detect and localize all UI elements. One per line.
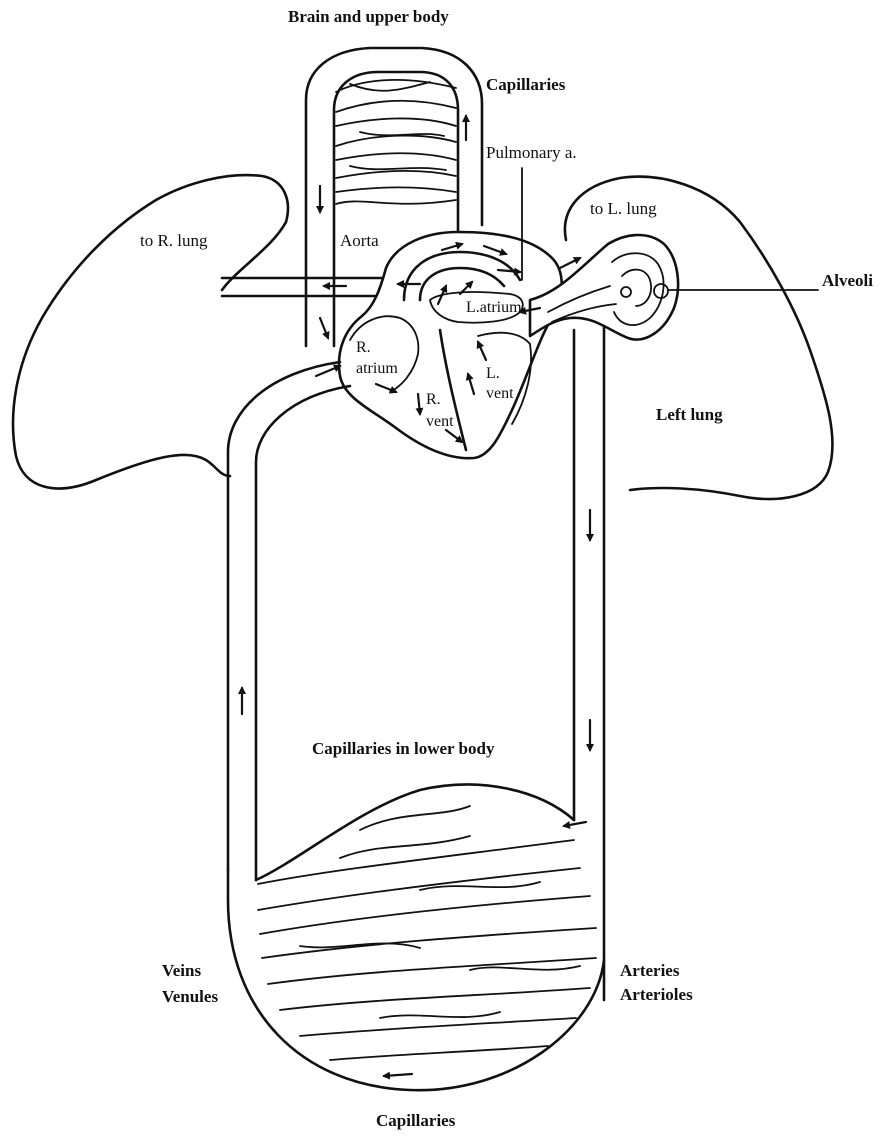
label-pulmonary-a: Pulmonary a. (486, 143, 577, 162)
label-capillaries-top: Capillaries (486, 75, 566, 94)
label-veins: Veins (162, 961, 201, 980)
label-venules: Venules (162, 987, 218, 1006)
label-brain-upper-body: Brain and upper body (288, 7, 449, 26)
label-arterioles: Arterioles (620, 985, 693, 1004)
lower-capillary-network (258, 806, 596, 1060)
label-aorta: Aorta (340, 231, 379, 250)
label-l-vent-line1: L. (486, 365, 500, 382)
right-lung-outline (13, 175, 288, 488)
label-to-l-lung: to L. lung (590, 199, 657, 218)
label-capillaries-bottom: Capillaries (376, 1111, 456, 1130)
label-r-atrium-line1: R. (356, 339, 371, 356)
upper-capillary-network (336, 80, 456, 204)
label-r-vent-line2: vent (426, 413, 454, 430)
label-r-vent-line1: R. (426, 391, 441, 408)
lower-capillary-bed (228, 870, 604, 1090)
label-capillaries-lower-body: Capillaries in lower body (312, 739, 495, 758)
label-arteries: Arteries (620, 961, 680, 980)
label-l-vent-line2: vent (486, 385, 514, 402)
label-alveoli: Alveoli (822, 271, 873, 290)
label-left-lung: Left lung (656, 405, 723, 424)
vena-cava-inner (256, 386, 350, 880)
lower-capillary-bed-inner (256, 785, 574, 880)
label-l-atrium: L.atrium (466, 299, 522, 316)
label-r-atrium-line2: atrium (356, 360, 398, 377)
vena-cava (228, 362, 340, 870)
label-to-r-lung: to R. lung (140, 231, 208, 250)
